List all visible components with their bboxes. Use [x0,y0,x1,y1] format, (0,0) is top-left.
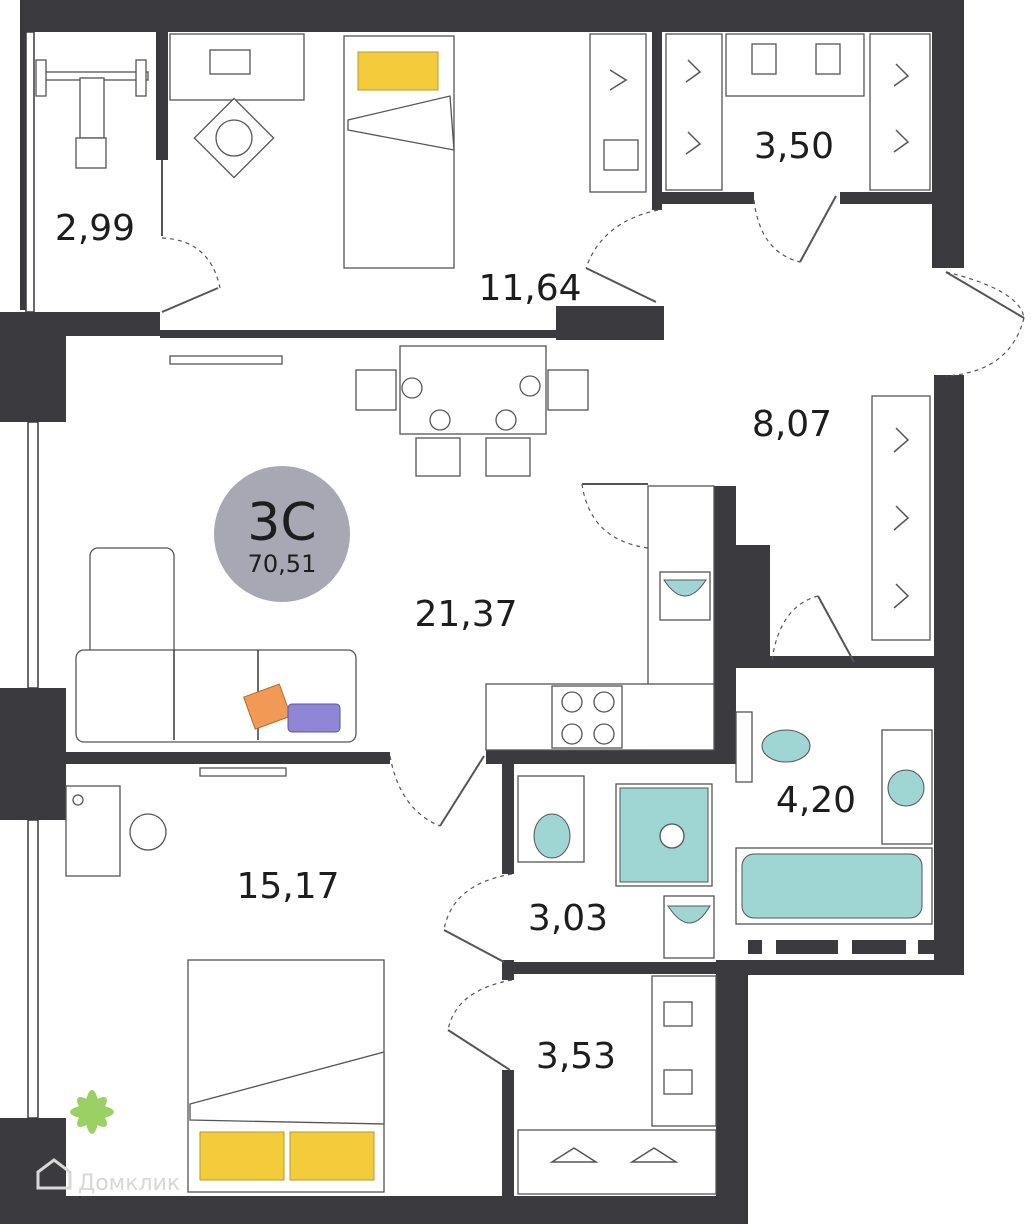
room-area-storage: 3,53 [536,1036,616,1077]
badge-circle [214,466,350,602]
watermark: Домклик [36,1158,180,1196]
doors [161,160,1025,1071]
room-area-wardrobe-top: 3,50 [754,126,834,167]
furniture [35,33,934,1195]
badge-area: 70,51 [248,550,317,578]
room-area-bathroom: 4,20 [776,780,856,821]
room-area-bedroom-top: 11,64 [478,268,581,309]
watermark-text: Домклик [78,1171,180,1196]
hanger-icons [549,59,910,1163]
plant-icon [70,1090,114,1134]
room-area-wc: 3,03 [528,898,608,939]
walls [0,0,964,1224]
room-area-bedroom-bottom: 15,17 [236,866,339,907]
badge-code: 3С [247,493,316,553]
room-area-living: 21,37 [414,594,517,635]
room-area-hall: 8,07 [752,404,832,445]
apartment-badge: 3С 70,51 [214,466,350,602]
room-area-balcony: 2,99 [55,208,135,249]
windows [25,31,39,1119]
house-icon [36,1158,72,1190]
